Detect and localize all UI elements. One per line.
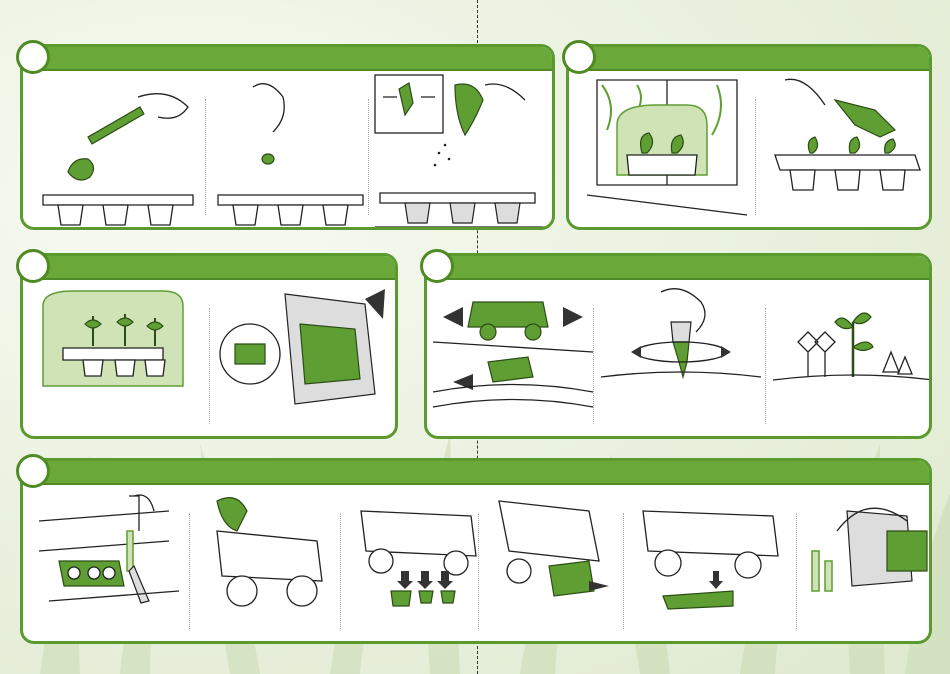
panel-2-separator <box>755 99 756 215</box>
attach-tools-icon <box>351 491 491 631</box>
planted-seedling-icon <box>773 282 932 432</box>
panel-4 <box>424 253 932 439</box>
panel-4-step-badge <box>420 249 454 283</box>
panel-5-separator-a <box>189 513 190 629</box>
truck-bed-tray-icon <box>215 284 390 434</box>
panel-3-step-badge <box>16 249 50 283</box>
water-spray-icon <box>375 75 550 225</box>
panel-2-step-badge <box>562 40 596 74</box>
panel-1 <box>20 44 555 230</box>
truck-plow-icon <box>433 282 593 432</box>
panel-5-header-bar <box>23 461 929 485</box>
rinse-tray-icon <box>29 491 189 631</box>
panel-1-step-badge <box>16 40 50 74</box>
panel-5 <box>20 458 932 644</box>
store-parts-icon <box>807 491 932 631</box>
panel-3-header-bar <box>23 256 395 280</box>
watering-seedlings-icon <box>765 75 930 225</box>
greenhouse-window-icon <box>577 75 752 225</box>
seed-drop-icon <box>213 77 373 227</box>
panel-2-header-bar <box>569 47 929 71</box>
spoon-fill-icon <box>28 77 208 227</box>
auger-drill-icon <box>601 282 766 432</box>
panel-3 <box>20 253 398 439</box>
panel-3-separator <box>209 308 210 424</box>
panel-1-header-bar <box>23 47 552 71</box>
panel-4-separator-a <box>593 308 594 424</box>
panel-4-header-bar <box>427 256 929 280</box>
attach-auger-icon <box>633 491 798 631</box>
panel-5-step-badge <box>16 454 50 488</box>
dome-seedlings-icon <box>33 286 203 436</box>
remove-tool-icon <box>197 491 347 631</box>
attach-plow-icon <box>489 491 629 631</box>
panel-2 <box>566 44 932 230</box>
